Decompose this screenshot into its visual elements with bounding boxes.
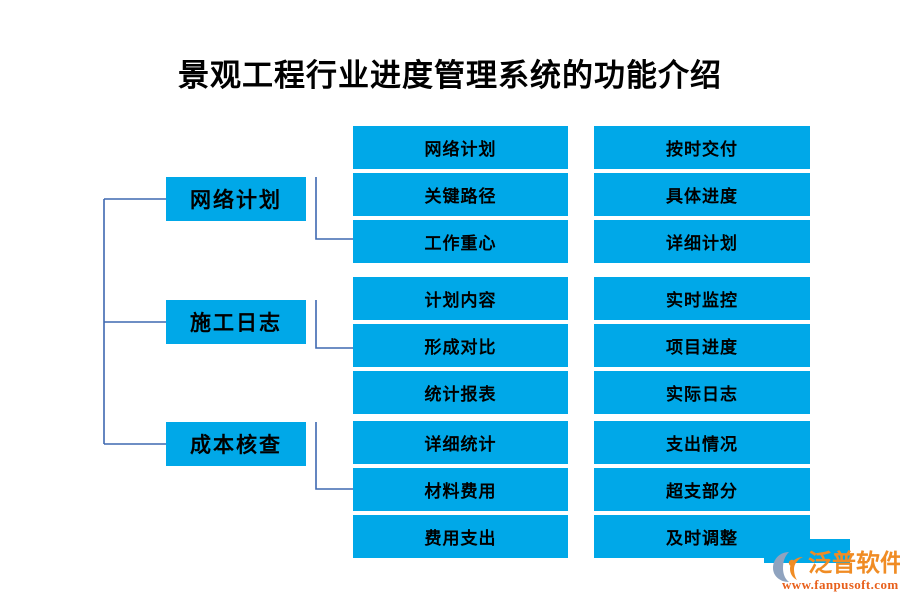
right-node-3-2[interactable]: 超支部分: [594, 468, 810, 511]
middle-node-1-2[interactable]: 关键路径: [353, 173, 568, 216]
logo-url: www.fanpusoft.com: [782, 577, 899, 592]
root-node-2[interactable]: 施工日志: [166, 300, 306, 344]
right-node-3-1[interactable]: 支出情况: [594, 421, 810, 464]
middle-node-2-1[interactable]: 计划内容: [353, 277, 568, 320]
root-node-3[interactable]: 成本核查: [166, 422, 306, 466]
logo-swirl-icon: [773, 552, 803, 582]
watermark-logo: 泛普软件 www.fanpusoft.com: [764, 539, 900, 597]
middle-node-3-2[interactable]: 材料费用: [353, 468, 568, 511]
root-node-1[interactable]: 网络计划: [166, 177, 306, 221]
right-node-2-3[interactable]: 实际日志: [594, 371, 810, 414]
middle-node-1-3[interactable]: 工作重心: [353, 220, 568, 263]
right-node-1-3[interactable]: 详细计划: [594, 220, 810, 263]
right-node-1-2[interactable]: 具体进度: [594, 173, 810, 216]
middle-node-2-3[interactable]: 统计报表: [353, 371, 568, 414]
middle-node-2-2[interactable]: 形成对比: [353, 324, 568, 367]
logo-name: 泛普软件: [808, 549, 900, 577]
right-node-2-1[interactable]: 实时监控: [594, 277, 810, 320]
middle-node-3-3[interactable]: 费用支出: [353, 515, 568, 558]
middle-node-3-1[interactable]: 详细统计: [353, 421, 568, 464]
page-title: 景观工程行业进度管理系统的功能介绍: [178, 58, 722, 93]
right-node-1-1[interactable]: 按时交付: [594, 126, 810, 169]
middle-node-1-1[interactable]: 网络计划: [353, 126, 568, 169]
right-node-2-2[interactable]: 项目进度: [594, 324, 810, 367]
